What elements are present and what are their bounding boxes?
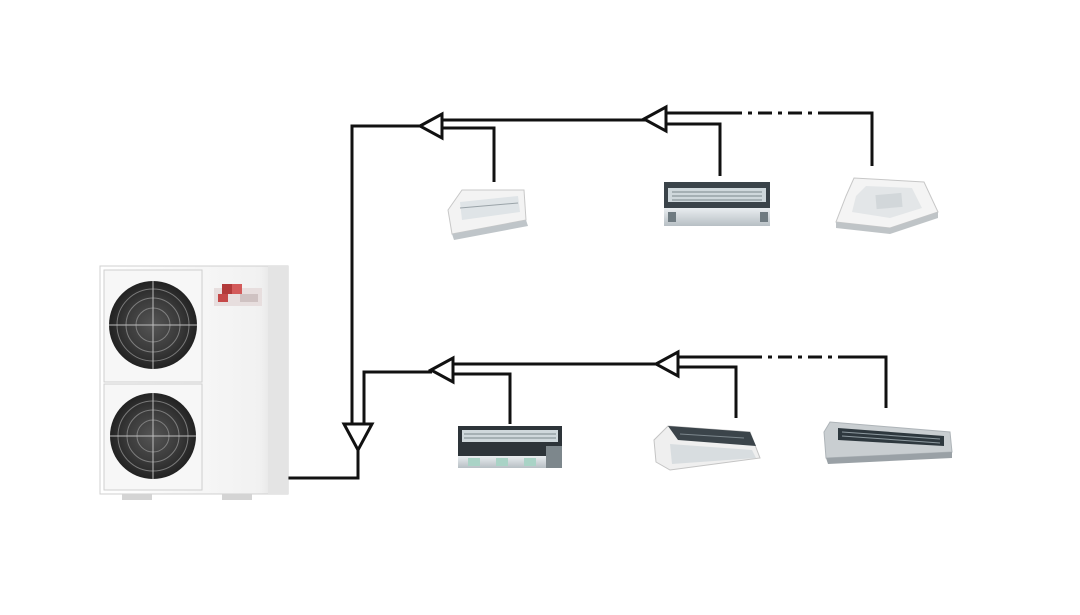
upper-branch-1-pipe	[440, 126, 496, 182]
lower-branch-2-pipe	[676, 365, 738, 418]
indoor-unit-ducted	[664, 182, 770, 226]
flow-arrows	[341, 104, 680, 454]
indoor-unit-cassette-2way	[447, 189, 528, 240]
indoor-unit-ducted-lower-1	[458, 426, 562, 468]
y-joint-arrow	[341, 422, 375, 454]
lower-branch-1-pipe	[450, 372, 512, 424]
indoor-unit-cassette-4way	[835, 177, 939, 234]
outdoor-unit	[99, 265, 289, 500]
upper-arrow-2	[640, 104, 668, 134]
upper-riser-pipe	[350, 124, 422, 425]
lower-riser-pipe	[362, 370, 432, 425]
lower-arrow-2	[652, 349, 680, 379]
upper-arrow-1	[416, 111, 444, 141]
upper-branch-2-pipe	[664, 122, 722, 176]
lower-branch-3-pipe	[850, 355, 888, 408]
main-pipe	[288, 448, 360, 480]
indoor-unit-slim-ducted	[823, 421, 953, 464]
lower-arrow-1	[427, 355, 455, 385]
upper-branch-3-pipe	[832, 111, 874, 166]
brand-logo-icon	[214, 284, 262, 306]
pipe-network	[288, 111, 888, 480]
indoor-unit-ducted-open	[653, 425, 761, 471]
